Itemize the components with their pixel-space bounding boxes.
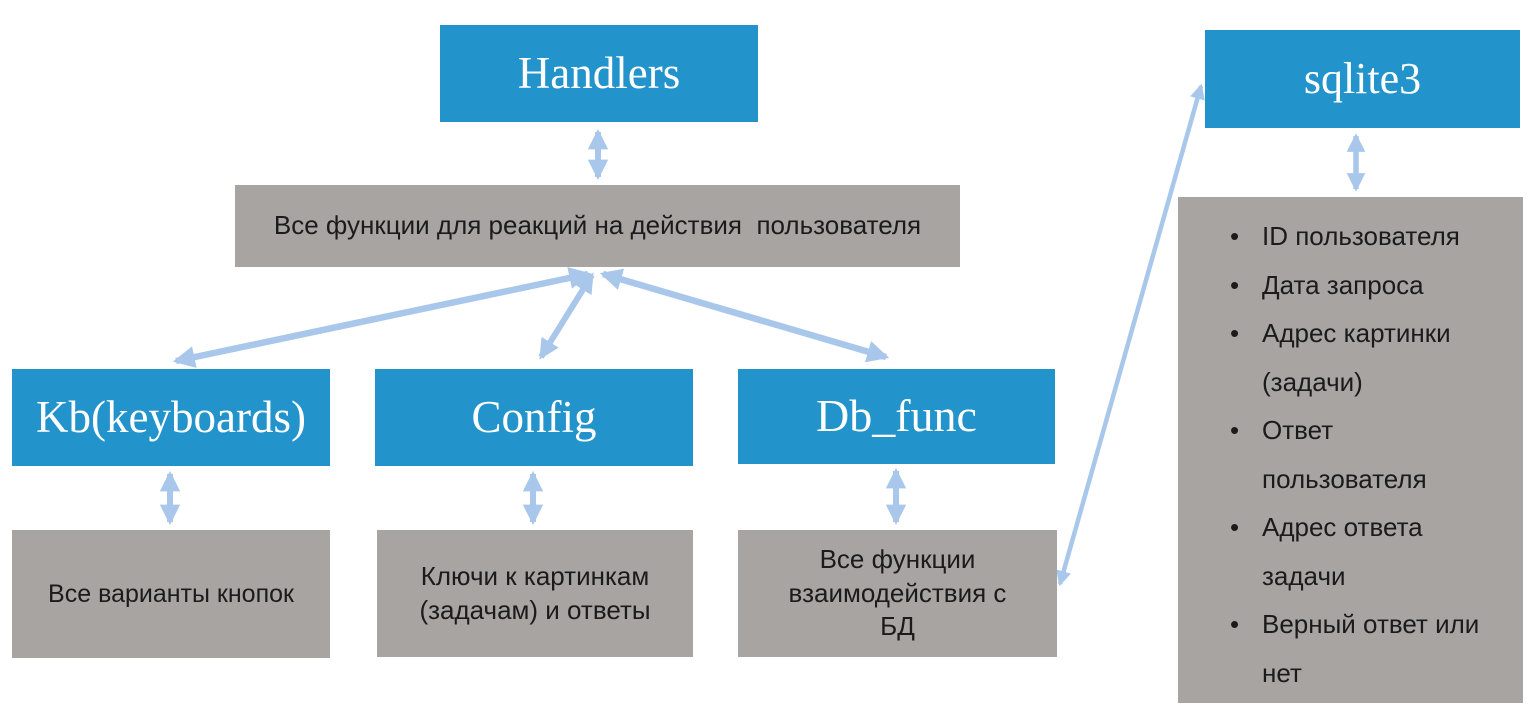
handlers-desc-label: Все функции для реакций на действия поль…: [273, 210, 922, 241]
field-label: Верный ответ или нет: [1262, 609, 1480, 688]
connector-desc-config: [538, 272, 595, 360]
config-desc-node: Ключи к картинкам (задачам) и ответы: [377, 530, 693, 657]
sqlite3-field-list: • ID пользователя • Дата запроса • Адрес…: [1230, 212, 1523, 697]
bullet-icon: •: [1230, 269, 1240, 300]
config-desc-label: Ключи к картинкам (задачам) и ответы: [419, 560, 651, 625]
field-label: Дата запроса: [1262, 269, 1424, 300]
dbfunc-desc-node: Все функции взаимодействия с БД: [738, 530, 1057, 657]
sqlite3-node: sqlite3: [1205, 30, 1520, 128]
list-item: • Адрес ответа задачи: [1230, 503, 1523, 600]
field-label: Ответ пользователя: [1262, 415, 1427, 494]
list-item: • ID пользователя: [1230, 212, 1523, 261]
connector-desc-dbfunc: [599, 268, 890, 363]
dbfunc-label: Db_func: [816, 390, 977, 442]
list-item: • Верный ответ или нет: [1230, 600, 1523, 697]
list-item: • Адрес картинки (задачи): [1230, 309, 1523, 406]
field-label: Адрес картинки (задачи): [1262, 318, 1451, 397]
sqlite3-label: sqlite3: [1303, 53, 1422, 103]
bullet-icon: •: [1230, 609, 1240, 639]
kb-node: Kb(keyboards): [12, 369, 330, 466]
dbfunc-desc-label: Все функции взаимодействия с БД: [788, 543, 1007, 642]
sqlite3-fields-panel: • ID пользователя • Дата запроса • Адрес…: [1178, 197, 1523, 703]
kb-label: Kb(keyboards): [36, 391, 306, 442]
connector-desc-kb: [172, 267, 592, 368]
config-label: Config: [471, 391, 597, 442]
kb-desc-label: Все варианты кнопок: [48, 579, 294, 608]
field-label: Адрес ответа задачи: [1262, 512, 1423, 591]
dbfunc-node: Db_func: [738, 369, 1055, 464]
list-item: • Ответ пользователя: [1230, 406, 1523, 503]
config-node: Config: [375, 369, 693, 466]
field-label: ID пользователя: [1262, 221, 1460, 251]
bullet-icon: •: [1230, 415, 1240, 445]
handlers-desc-node: Все функции для реакций на действия поль…: [235, 185, 960, 267]
handlers-label: Handlers: [517, 47, 681, 98]
kb-desc-node: Все варианты кнопок: [12, 530, 330, 658]
bullet-icon: •: [1230, 512, 1240, 542]
bullet-icon: •: [1230, 318, 1240, 348]
handlers-node: Handlers: [440, 25, 758, 122]
bullet-icon: •: [1230, 221, 1240, 251]
list-item: • Дата запроса: [1230, 261, 1523, 310]
